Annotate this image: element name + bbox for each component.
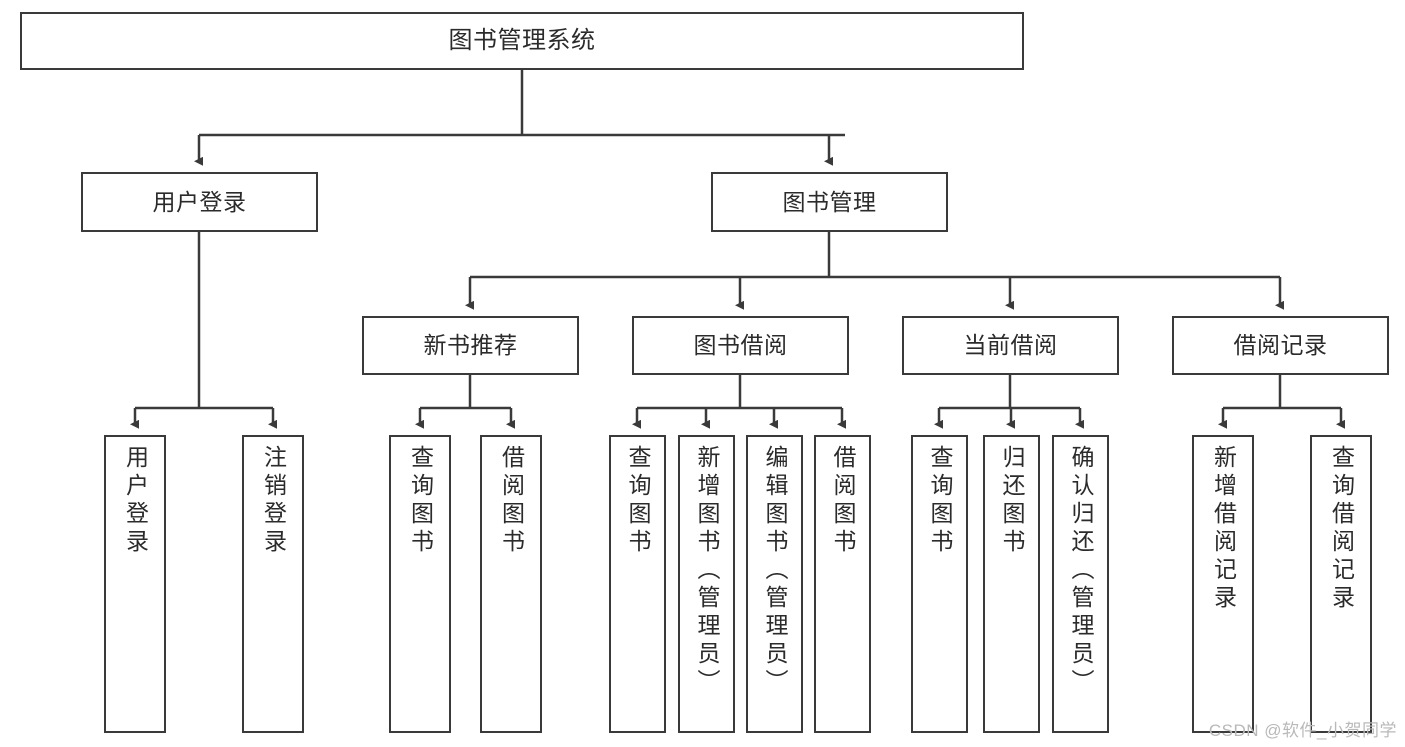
- node-leaf-query-book-2-label: 查询图书: [625, 445, 651, 557]
- node-book-borrow-label: 图书借阅: [693, 332, 788, 359]
- node-leaf-query-book-3[interactable]: 查询图书: [911, 435, 968, 733]
- node-leaf-confirm-return[interactable]: 确认归还（管理员）: [1052, 435, 1109, 733]
- node-new-book-recommend[interactable]: 新书推荐: [362, 316, 579, 375]
- node-leaf-user-logout-label: 注销登录: [260, 445, 287, 557]
- node-book-manage-label: 图书管理: [782, 188, 877, 215]
- node-leaf-query-record-label: 查询借阅记录: [1328, 445, 1355, 613]
- node-borrow-record-label: 借阅记录: [1233, 332, 1328, 359]
- node-leaf-query-record[interactable]: 查询借阅记录: [1310, 435, 1372, 733]
- node-leaf-add-record[interactable]: 新增借阅记录: [1192, 435, 1254, 733]
- node-book-manage[interactable]: 图书管理: [711, 172, 948, 232]
- node-leaf-borrow-book-1-label: 借阅图书: [498, 445, 525, 557]
- node-leaf-edit-book-label: 编辑图书（管理员）: [762, 445, 788, 697]
- node-leaf-confirm-return-label: 确认归还（管理员）: [1068, 445, 1094, 697]
- node-current-borrow[interactable]: 当前借阅: [902, 316, 1119, 375]
- node-root-system[interactable]: 图书管理系统: [20, 12, 1024, 70]
- node-new-book-recommend-label: 新书推荐: [423, 332, 518, 359]
- node-leaf-query-book-1[interactable]: 查询图书: [389, 435, 451, 733]
- node-leaf-borrow-book-2[interactable]: 借阅图书: [814, 435, 871, 733]
- node-leaf-borrow-book-1[interactable]: 借阅图书: [480, 435, 542, 733]
- node-leaf-query-book-1-label: 查询图书: [407, 445, 434, 557]
- node-leaf-borrow-book-2-label: 借阅图书: [830, 445, 856, 557]
- node-leaf-query-book-3-label: 查询图书: [927, 445, 953, 557]
- node-leaf-add-record-label: 新增借阅记录: [1210, 445, 1237, 613]
- node-leaf-user-logout[interactable]: 注销登录: [242, 435, 304, 733]
- node-leaf-edit-book[interactable]: 编辑图书（管理员）: [746, 435, 803, 733]
- node-leaf-user-login-label: 用户登录: [122, 445, 149, 557]
- node-leaf-user-login[interactable]: 用户登录: [104, 435, 166, 733]
- node-leaf-return-book-label: 归还图书: [999, 445, 1025, 557]
- node-leaf-return-book[interactable]: 归还图书: [983, 435, 1040, 733]
- node-leaf-add-book[interactable]: 新增图书（管理员）: [678, 435, 735, 733]
- node-current-borrow-label: 当前借阅: [963, 332, 1058, 359]
- csdn-watermark: CSDN @软件_小贺同学: [1208, 721, 1397, 740]
- node-user-login-label: 用户登录: [152, 188, 247, 215]
- node-leaf-query-book-2[interactable]: 查询图书: [609, 435, 666, 733]
- node-borrow-record[interactable]: 借阅记录: [1172, 316, 1389, 375]
- node-leaf-add-book-label: 新增图书（管理员）: [694, 445, 720, 697]
- node-root-system-label: 图书管理系统: [448, 27, 596, 55]
- node-user-login[interactable]: 用户登录: [81, 172, 318, 232]
- node-book-borrow[interactable]: 图书借阅: [632, 316, 849, 375]
